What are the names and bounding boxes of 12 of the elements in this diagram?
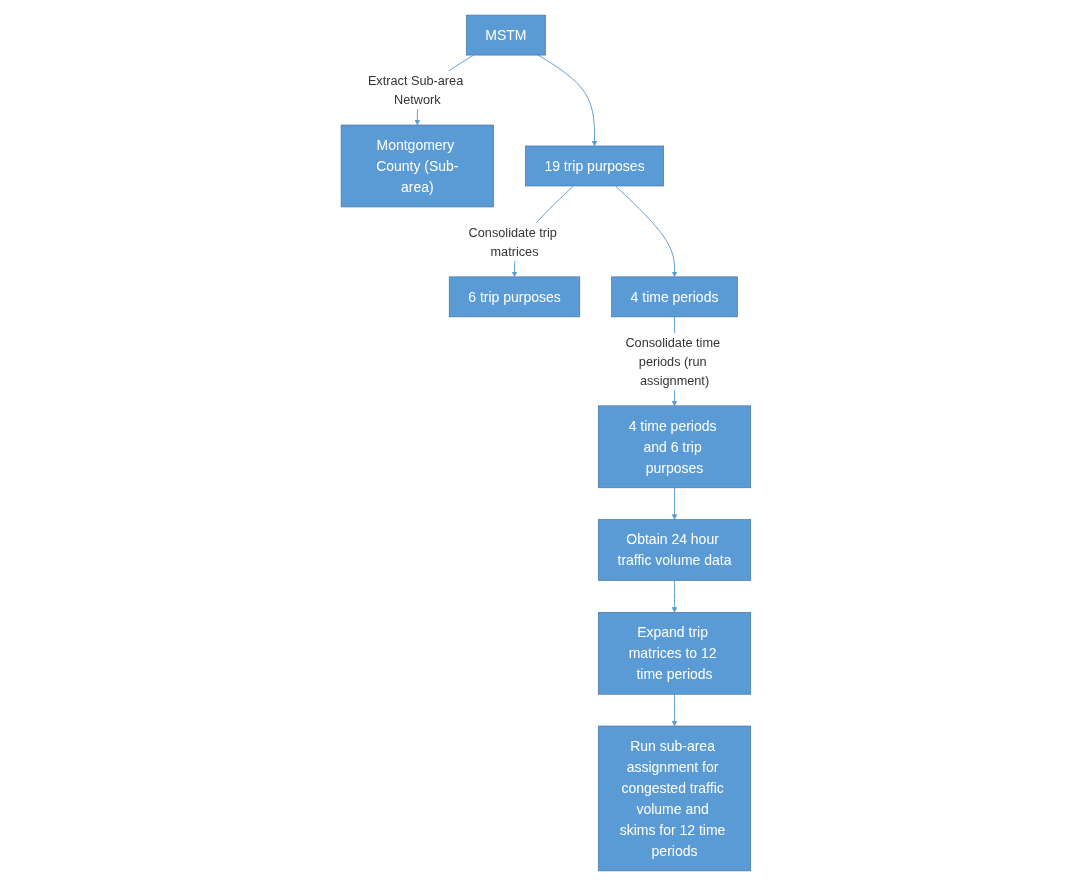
node-box: 19 trip purposes (524, 145, 664, 187)
node-box: 4 time periods (610, 276, 738, 318)
edge-label: Consolidate trip matrices (468, 225, 557, 259)
node-box: 4 time periods and 6 trip purposes (597, 405, 751, 489)
edge-label: Extract Sub-area Network (367, 73, 463, 107)
node-box: Obtain 24 hour traffic volume data (597, 519, 751, 581)
edge-label: Consolidate time periods (run assignment) (625, 335, 720, 388)
node-box: 6 trip purposes (448, 276, 580, 318)
node-box: Expand trip matrices to 12 time periods (597, 612, 751, 695)
node-box: Montgomery County (Sub-area) (340, 124, 494, 208)
node-box: Run sub-area assignment for congested traffic volume and skims for 12 time periods (597, 725, 751, 872)
node-box: MSTM (465, 14, 546, 56)
